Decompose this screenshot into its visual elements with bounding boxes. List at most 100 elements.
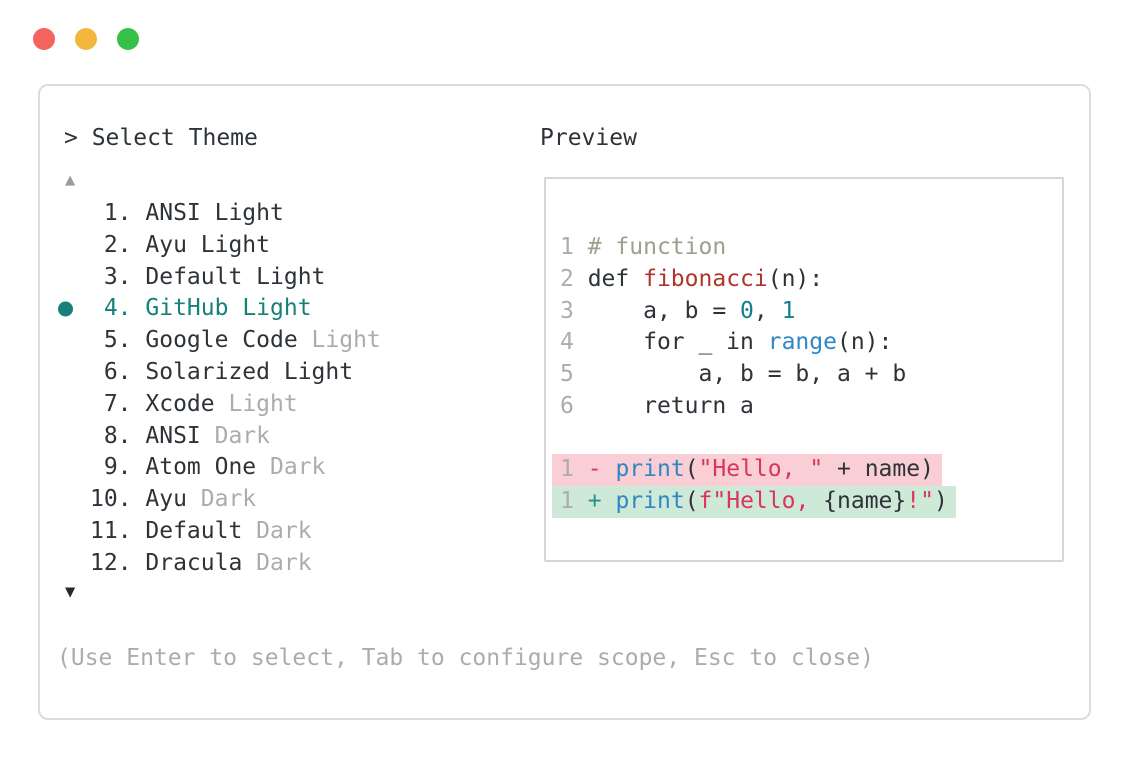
minimize-button[interactable] [75,28,97,50]
diff-removed-line: 1 - print("Hello, " + name) [552,454,956,486]
code-token: for _ in [573,329,768,356]
code-line: 5 a, b = b, a + b [560,359,956,391]
code-token: 6 [560,392,574,419]
theme-name: Solarized [145,358,270,385]
theme-option-solarized-light[interactable]: 6. Solarized Light [40,357,540,389]
code-token: 3 [560,297,574,324]
scroll-up-arrow-icon[interactable]: ▲ [65,170,76,190]
theme-variant: Dark [256,517,312,544]
theme-name: Dracula [145,549,243,576]
theme-option-default-light[interactable]: 3. Default Light [40,262,540,294]
code-token: "Hello, " [698,456,824,483]
theme-name: ANSI [145,200,201,226]
theme-number: 4. [103,295,132,322]
code-token: , [753,297,782,324]
theme-name: Atom One [145,454,257,481]
theme-name: Xcode [145,390,215,417]
theme-variant: Light [256,263,326,290]
window-traffic-lights [33,28,139,50]
theme-variant: Light [283,358,354,385]
diff-added-highlight: 1 + print(f"Hello, {name}!") [552,486,956,518]
theme-option-ayu-light[interactable]: 2. Ayu Light [40,230,540,262]
preview-label: Preview [540,125,637,151]
code-token: a, b = b, a + b [573,361,907,387]
theme-number: 7. [103,390,132,417]
code-token: {name} [823,488,907,514]
theme-variant: Light [214,200,284,226]
code-token: ) [933,488,948,514]
theme-number: 1. [103,200,132,226]
theme-name: ANSI [145,422,201,449]
scroll-down-arrow-icon[interactable]: ▼ [65,582,76,602]
code-token: range [767,329,837,356]
code-token: 1 [560,234,574,260]
code-line: 6 return a [560,391,956,423]
code-token [574,456,588,482]
code-line [560,423,956,455]
code-token: ( [684,488,699,514]
select-theme-prompt: > Select Theme [64,125,258,151]
theme-option-atom-one-dark[interactable]: 9. Atom One Dark [40,452,540,484]
theme-variant: Light [242,295,312,322]
theme-name: GitHub [145,295,229,322]
code-token: print [615,456,685,483]
code-token: 5 [560,361,574,387]
code-token: print [615,488,685,514]
close-button[interactable] [33,28,55,50]
theme-variant: Light [228,390,298,417]
keyboard-hint-text: (Use Enter to select, Tab to configure s… [57,645,874,671]
theme-variant: Light [311,327,381,354]
theme-option-ayu-dark[interactable]: 10. Ayu Dark [40,484,540,516]
code-token: 1 [781,297,796,324]
theme-option-xcode-light[interactable]: 7. Xcode Light [40,389,540,421]
selected-indicator-dot [58,301,73,317]
code-token: f"Hello, [698,488,824,514]
code-token: 1 [560,488,574,514]
code-token [602,456,616,482]
code-token: return a [573,392,754,419]
code-line: 3 a, b = 0, 1 [560,296,956,328]
theme-name: Default [145,263,243,290]
code-token: (n): [836,329,893,356]
theme-number: 3. [103,263,132,290]
code-token: 0 [740,297,754,324]
theme-variant: Light [200,231,271,258]
theme-option-github-light[interactable]: 4. GitHub Light [40,293,540,325]
theme-name: Default [145,517,243,544]
theme-number: 6. [103,358,132,385]
code-token: 4 [560,329,574,356]
theme-number: 10. [90,486,132,513]
zoom-button[interactable] [117,28,139,50]
code-token: + [587,488,602,514]
code-token: 2 [560,265,574,292]
theme-number: 8. [103,422,132,449]
code-token: + name) [823,456,934,483]
theme-option-ansi-dark[interactable]: 8. ANSI Dark [40,421,540,453]
theme-number: 2. [103,231,132,258]
code-token: # function [587,234,727,260]
code-token: a, b = [573,297,741,324]
theme-variant: Dark [270,454,326,481]
theme-name: Ayu [145,231,187,258]
diff-added-line: 1 + print(f"Hello, {name}!") [552,486,956,518]
theme-name: Ayu [145,486,187,513]
code-token [574,488,588,514]
theme-option-ansi-light[interactable]: 1. ANSI Light [40,198,540,230]
code-line: 4 for _ in range(n): [560,327,956,359]
code-token: fibonacci [643,265,768,292]
theme-variant: Dark [200,486,257,513]
code-token: - [587,456,602,483]
theme-option-google-code-light[interactable]: 5. Google Code Light [40,325,540,357]
code-token: (n): [767,265,824,292]
code-token: 1 [560,456,574,483]
theme-name: Google Code [145,327,298,354]
theme-variant: Dark [214,422,270,449]
theme-number: 5. [103,327,132,354]
theme-number: 9. [103,454,132,481]
theme-variant: Dark [256,549,312,576]
